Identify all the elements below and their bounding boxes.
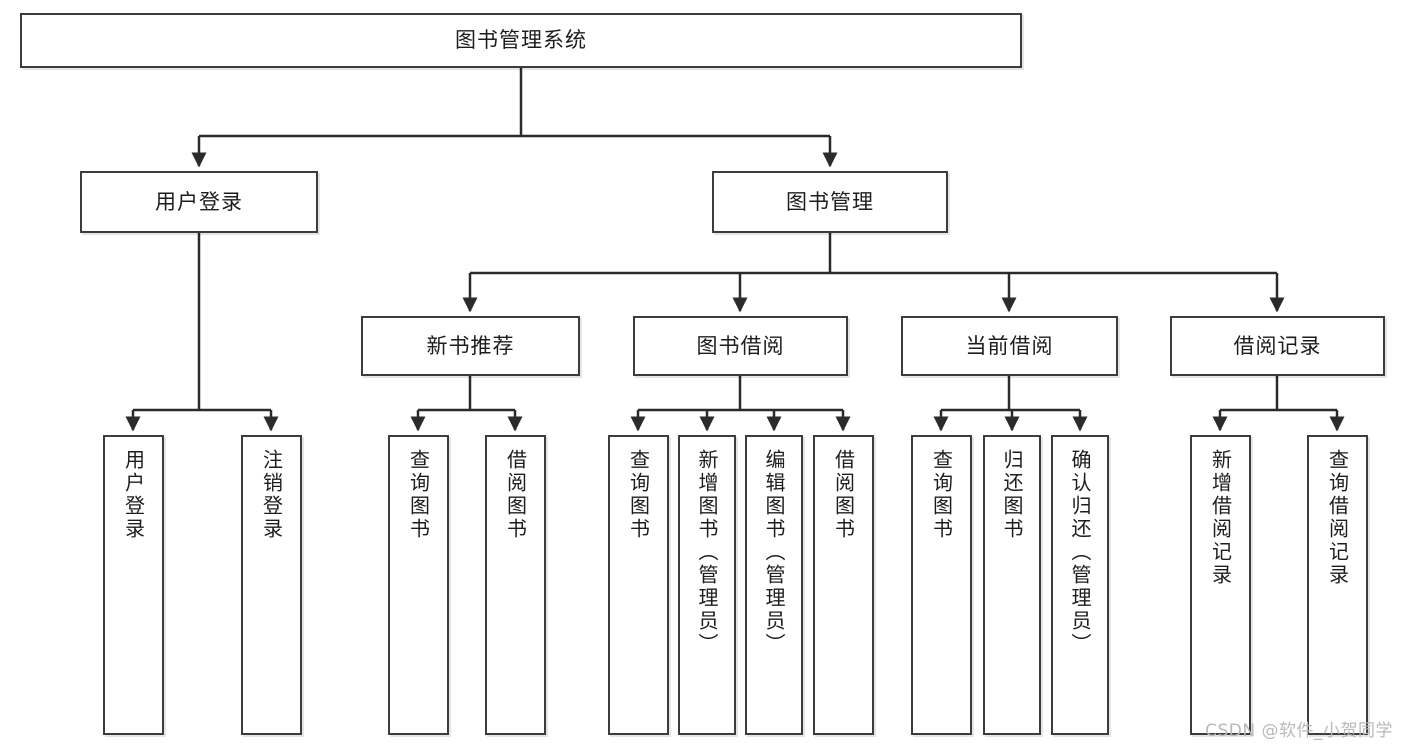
node-leaf-return-book[interactable]: 归还图书 <box>983 435 1041 735</box>
node-leaf-borrow-book-bor-label: 借阅图书 <box>831 449 856 541</box>
node-leaf-borrow-book-rec[interactable]: 借阅图书 <box>485 435 546 735</box>
node-leaf-add-book-label: 新增图书（管理员） <box>695 449 719 656</box>
node-user-login-label: 用户登录 <box>155 189 243 214</box>
node-leaf-add-record[interactable]: 新增借阅记录 <box>1190 435 1251 735</box>
node-current-borrow[interactable]: 当前借阅 <box>901 316 1118 376</box>
node-leaf-user-login[interactable]: 用户登录 <box>103 435 164 735</box>
node-root-label: 图书管理系统 <box>455 28 587 53</box>
node-leaf-user-login-label: 用户登录 <box>121 449 146 541</box>
node-book-manage[interactable]: 图书管理 <box>712 171 948 233</box>
node-leaf-query-book-cur-label: 查询图书 <box>929 449 954 541</box>
node-leaf-borrow-book-bor[interactable]: 借阅图书 <box>813 435 874 735</box>
watermark-text: CSDN @软件_小贺同学 <box>1205 721 1393 741</box>
node-book-borrow-label: 图书借阅 <box>696 333 785 358</box>
node-leaf-query-record-label: 查询借阅记录 <box>1325 449 1350 587</box>
node-new-book-rec[interactable]: 新书推荐 <box>361 316 580 376</box>
node-leaf-logout-label: 注销登录 <box>259 449 284 541</box>
node-leaf-query-book-bor[interactable]: 查询图书 <box>608 435 669 735</box>
node-user-login[interactable]: 用户登录 <box>80 171 318 233</box>
node-leaf-query-book-rec-label: 查询图书 <box>406 449 431 541</box>
node-root[interactable]: 图书管理系统 <box>20 13 1022 68</box>
node-book-borrow[interactable]: 图书借阅 <box>633 316 848 376</box>
node-leaf-add-book[interactable]: 新增图书（管理员） <box>678 435 736 735</box>
node-new-book-rec-label: 新书推荐 <box>426 333 515 358</box>
node-leaf-add-record-label: 新增借阅记录 <box>1208 449 1233 587</box>
node-leaf-confirm-return[interactable]: 确认归还（管理员） <box>1051 435 1109 735</box>
node-leaf-query-book-rec[interactable]: 查询图书 <box>388 435 449 735</box>
node-leaf-return-book-label: 归还图书 <box>1000 449 1024 541</box>
node-borrow-record-label: 借阅记录 <box>1233 333 1322 358</box>
node-borrow-record[interactable]: 借阅记录 <box>1170 316 1385 376</box>
node-leaf-edit-book-label: 编辑图书（管理员） <box>762 449 786 656</box>
node-leaf-confirm-return-label: 确认归还（管理员） <box>1068 449 1092 656</box>
node-leaf-borrow-book-rec-label: 借阅图书 <box>503 449 528 541</box>
node-leaf-logout[interactable]: 注销登录 <box>241 435 302 735</box>
node-current-borrow-label: 当前借阅 <box>965 333 1054 358</box>
node-leaf-query-record[interactable]: 查询借阅记录 <box>1307 435 1368 735</box>
node-leaf-query-book-cur[interactable]: 查询图书 <box>911 435 972 735</box>
node-leaf-edit-book[interactable]: 编辑图书（管理员） <box>745 435 803 735</box>
node-leaf-query-book-bor-label: 查询图书 <box>626 449 651 541</box>
node-book-manage-label: 图书管理 <box>786 189 874 214</box>
